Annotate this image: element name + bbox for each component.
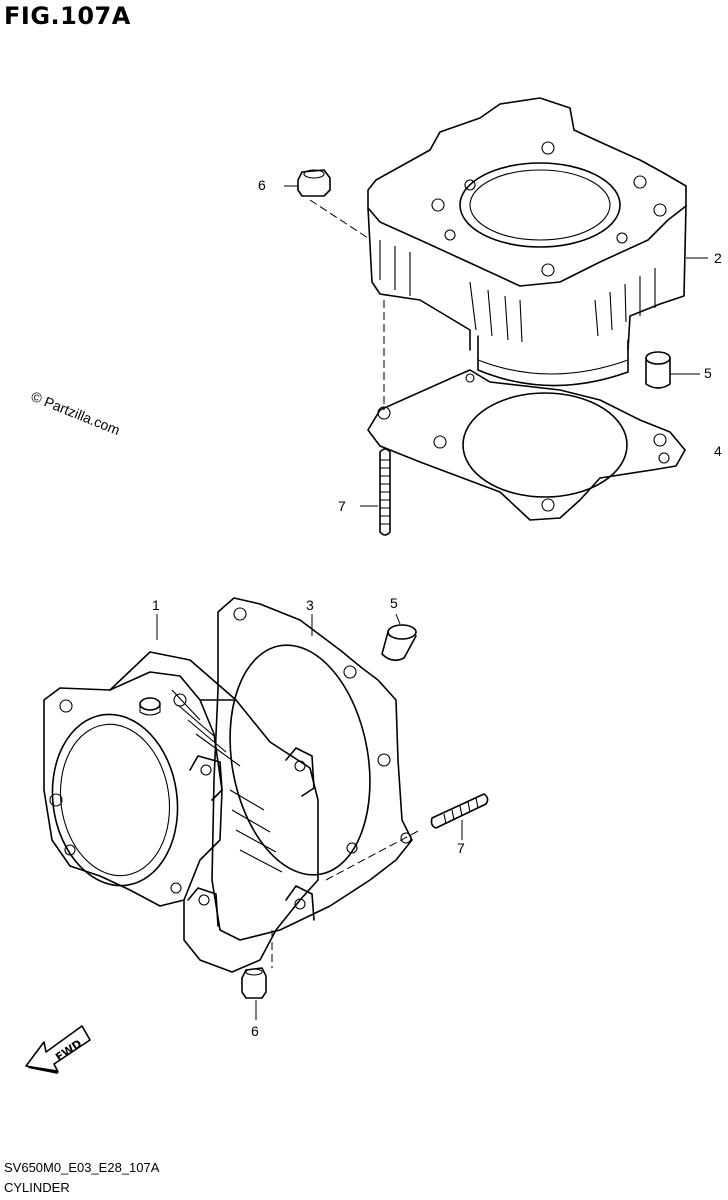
- fwd-label: FWD: [53, 1037, 84, 1064]
- figure-caption: CYLINDER: [4, 1180, 70, 1195]
- figure-title: FIG.107A: [4, 2, 131, 30]
- upper-gasket[interactable]: [367, 369, 686, 521]
- callout-6-lower: 6: [251, 1023, 259, 1039]
- lower-gasket[interactable]: [211, 597, 413, 941]
- callout-7-lower: 7: [457, 840, 465, 856]
- callout-3-lower: 3: [306, 597, 314, 613]
- upper-cylinder[interactable]: [367, 97, 687, 387]
- lower-dowel-pin[interactable]: [381, 624, 417, 662]
- upper-dowel-pin[interactable]: [645, 351, 671, 389]
- lower-cylinder[interactable]: [42, 651, 319, 973]
- upper-nut[interactable]: [297, 169, 331, 197]
- lower-stud-bolt[interactable]: [430, 793, 489, 829]
- lower-nut[interactable]: [241, 967, 267, 999]
- watermark: © Partzilla.com: [29, 388, 122, 438]
- callout-5-lower: 5: [390, 595, 398, 611]
- callout-1-lower: 1: [152, 597, 160, 613]
- callout-5-upper: 5: [704, 365, 712, 381]
- callout-2-upper: 2: [714, 250, 722, 266]
- callout-6-upper: 6: [258, 177, 266, 193]
- upper-stud-bolt[interactable]: [379, 448, 391, 536]
- fwd-arrow-icon: FWD: [25, 1025, 91, 1074]
- callout-7-upper: 7: [338, 498, 346, 514]
- figure-code: SV650M0_E03_E28_107A: [4, 1160, 160, 1175]
- callout-4-upper: 4: [714, 443, 722, 459]
